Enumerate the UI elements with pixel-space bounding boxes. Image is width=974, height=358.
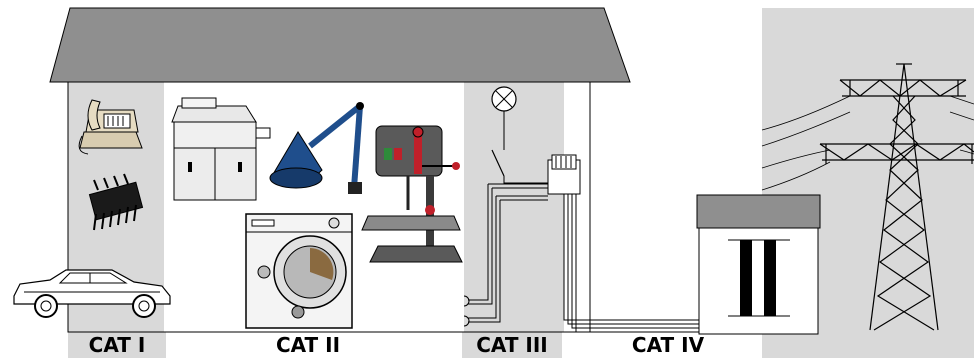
cat3-zone-background — [464, 80, 564, 332]
cat2-label: CAT II — [238, 332, 378, 358]
house-roof — [50, 8, 630, 82]
desk-lamp-icon — [270, 102, 364, 194]
transformer-house-icon — [697, 195, 820, 334]
cat4-label: CAT IV — [608, 332, 728, 358]
cat1-label: CAT I — [68, 332, 166, 358]
drill-press-icon — [362, 126, 462, 262]
washing-machine-icon — [246, 214, 352, 328]
distribution-panel-icon — [548, 155, 580, 194]
cat3-label: CAT III — [462, 332, 562, 358]
photocopier-icon — [172, 98, 270, 200]
